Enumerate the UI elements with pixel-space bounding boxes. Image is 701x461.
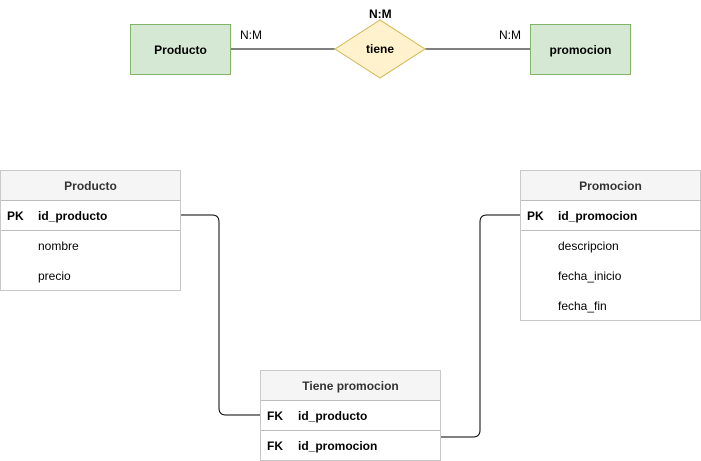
fk-connector-producto bbox=[180, 214, 260, 416]
pk-label: PK bbox=[527, 208, 544, 223]
table-row[interactable]: descripcion bbox=[521, 231, 700, 261]
fk-label: FK bbox=[267, 408, 283, 423]
pk-field: id_promocion bbox=[558, 208, 638, 223]
table-promocion[interactable]: Promocion PK id_promocion descripcion fe… bbox=[520, 170, 701, 321]
left-cardinality: N:M bbox=[240, 28, 262, 42]
table-producto-pk-row[interactable]: PK id_producto bbox=[1, 201, 180, 231]
table-promocion-header: Promocion bbox=[521, 171, 700, 201]
fk-field: id_producto bbox=[298, 408, 368, 423]
table-tiene-promocion-fk-row[interactable]: FK id_producto bbox=[261, 401, 440, 431]
entity-promocion-label: promocion bbox=[549, 42, 612, 57]
relationship-label: tiene bbox=[365, 42, 394, 56]
fk-connector-promocion bbox=[440, 214, 520, 438]
fk-field: id_promocion bbox=[298, 439, 378, 453]
entity-promocion[interactable]: promocion bbox=[530, 24, 631, 75]
fk-label: FK bbox=[267, 439, 283, 453]
pk-label: PK bbox=[7, 208, 24, 223]
field-name: nombre bbox=[38, 239, 79, 253]
pk-field: id_producto bbox=[38, 208, 108, 223]
table-promocion-pk-row[interactable]: PK id_promocion bbox=[521, 201, 700, 231]
field-name: precio bbox=[38, 269, 71, 283]
entity-producto[interactable]: Producto bbox=[130, 24, 231, 75]
field-name: fecha_inicio bbox=[558, 269, 622, 283]
relationship-cardinality: N:M bbox=[369, 7, 392, 21]
table-producto[interactable]: Producto PK id_producto nombre precio bbox=[0, 170, 181, 291]
table-row[interactable]: fecha_fin bbox=[521, 291, 700, 321]
table-row[interactable]: nombre bbox=[1, 231, 180, 261]
field-name: fecha_fin bbox=[558, 299, 607, 313]
table-row[interactable]: precio bbox=[1, 261, 180, 291]
table-tiene-promocion-header: Tiene promocion bbox=[261, 371, 440, 401]
table-tiene-promocion-fk-row[interactable]: FK id_promocion bbox=[261, 431, 440, 461]
table-producto-header: Producto bbox=[1, 171, 180, 201]
table-tiene-promocion[interactable]: Tiene promocion FK id_producto FK id_pro… bbox=[260, 370, 441, 461]
field-name: descripcion bbox=[558, 239, 619, 253]
entity-producto-label: Producto bbox=[154, 42, 207, 57]
right-cardinality: N:M bbox=[499, 28, 521, 42]
relationship-diamond[interactable] bbox=[334, 19, 426, 79]
table-row[interactable]: fecha_inicio bbox=[521, 261, 700, 291]
